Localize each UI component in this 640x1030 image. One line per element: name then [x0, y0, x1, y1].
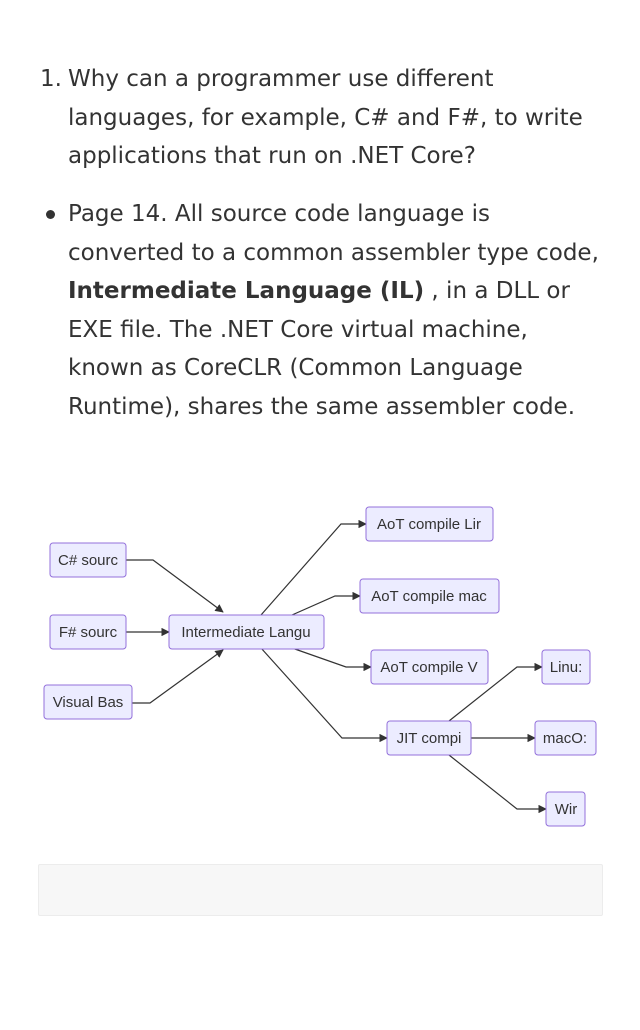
node-label: JIT compi	[397, 730, 462, 747]
answer-bold-term: Intermediate Language (IL)	[68, 278, 425, 304]
question-text: Why can a programmer use different langu…	[68, 66, 583, 169]
edge-il-aot-mac	[291, 591, 361, 616]
node-visual-basic-source: Visual Bas	[43, 684, 133, 720]
question-number: 1.	[40, 66, 62, 92]
node-label: C# sourc	[58, 552, 119, 569]
answer-item: Page 14. All source code language is con…	[40, 195, 600, 426]
node-label: AoT compile Lir	[377, 516, 481, 533]
answer-text-after: , in a DLL or EXE file. The .NET Core vi…	[68, 278, 576, 420]
answer-text-before: Page 14. All source code language is con…	[68, 201, 599, 266]
edge-il-aot-win	[291, 647, 372, 672]
node-label: macO:	[543, 730, 587, 747]
empty-code-block	[38, 864, 603, 916]
flowchart-diagram: C# sourc F# sourc Visual Bas Intermediat…	[43, 506, 597, 827]
edge-il-aot-linux	[260, 519, 367, 616]
node-linux: Linu:	[541, 649, 591, 685]
edge-vb-il	[132, 649, 224, 704]
node-macos: macO:	[534, 720, 597, 756]
diagram-edges	[126, 519, 547, 814]
node-jit-compiler: JIT compi	[386, 720, 472, 756]
node-aot-compile-windows: AoT compile V	[370, 649, 489, 685]
node-label: Intermediate Langu	[181, 624, 310, 641]
edge-il-jit	[260, 647, 388, 743]
question-item: 1. Why can a programmer use different la…	[40, 60, 600, 176]
node-intermediate-language: Intermediate Langu	[168, 614, 325, 650]
node-label: AoT compile mac	[371, 588, 487, 605]
answer-list: Page 14. All source code language is con…	[40, 195, 600, 426]
node-label: AoT compile V	[380, 659, 477, 676]
node-fsharp-source: F# sourc	[49, 614, 127, 650]
node-label: F# sourc	[59, 624, 118, 641]
bullet-icon	[46, 210, 55, 219]
edge-jit-windows	[448, 754, 547, 814]
question-list: 1. Why can a programmer use different la…	[40, 60, 600, 176]
node-csharp-source: C# sourc	[49, 542, 127, 578]
node-aot-compile-linux: AoT compile Lir	[365, 506, 494, 542]
node-label: Linu:	[550, 659, 583, 676]
edge-csharp-il	[126, 559, 224, 613]
node-label: Visual Bas	[53, 694, 124, 711]
node-windows: Wir	[545, 791, 586, 827]
node-label: Wir	[555, 801, 578, 818]
node-aot-compile-mac: AoT compile mac	[359, 578, 500, 614]
edge-jit-linux	[448, 662, 543, 722]
